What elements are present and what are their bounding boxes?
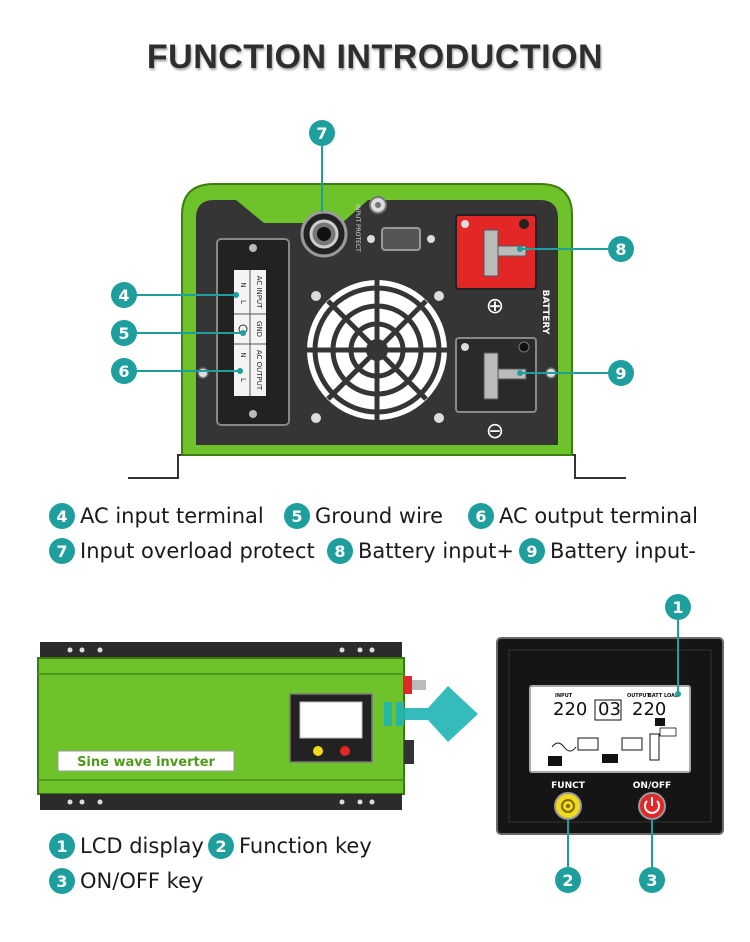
plus-symbol: ⊕ — [486, 294, 504, 319]
inverter-front-view: Sine wave inverter INPUT OUTPUT BATT LOA… — [37, 594, 724, 893]
svg-text:3: 3 — [646, 871, 657, 890]
callout-4: 4 — [111, 282, 137, 308]
funct-label: FUNCT — [551, 781, 586, 791]
svg-text:BATT LOAD: BATT LOAD — [648, 693, 679, 699]
battery-positive-terminal — [455, 214, 537, 290]
input-protect-label: INPUT PROTECT — [354, 204, 361, 252]
svg-text:4: 4 — [118, 286, 129, 305]
battery-label: BATTERY — [540, 290, 550, 335]
svg-text:AC OUTPUT: AC OUTPUT — [255, 350, 263, 391]
svg-text:N: N — [239, 352, 247, 357]
callout-7: 7 — [309, 120, 335, 146]
svg-text:2: 2 — [562, 871, 573, 890]
svg-text:AC INPUT: AC INPUT — [255, 276, 263, 309]
onoff-label: ON/OFF — [633, 781, 671, 791]
page-title: FUNCTION INTRODUCTION — [146, 38, 604, 76]
svg-text:9: 9 — [615, 364, 626, 383]
svg-text:7: 7 — [316, 124, 327, 143]
callout-3: 3 — [639, 867, 665, 893]
zoom-arrow — [384, 686, 478, 742]
lcd-display: INPUT OUTPUT BATT LOAD 220 03 220 — [529, 685, 691, 773]
svg-text:8: 8 — [615, 240, 626, 259]
svg-text:03: 03 — [598, 699, 621, 720]
callout-8: 8 — [608, 236, 634, 262]
svg-text:L: L — [239, 378, 247, 382]
svg-text:OUTPUT: OUTPUT — [627, 693, 650, 699]
cooling-fan — [307, 280, 447, 423]
callout-1: 1 — [665, 594, 691, 620]
comm-port — [381, 227, 421, 251]
svg-text:5: 5 — [118, 324, 129, 343]
svg-text:L: L — [239, 300, 247, 304]
onoff-key[interactable] — [638, 792, 666, 820]
sine-wave-label: Sine wave inverter — [77, 755, 215, 770]
svg-text:220: 220 — [632, 699, 666, 720]
svg-text:1: 1 — [672, 598, 683, 617]
function-key[interactable] — [554, 792, 582, 820]
battery-negative-terminal — [455, 337, 537, 413]
callout-2: 2 — [555, 867, 581, 893]
callout-5: 5 — [111, 320, 137, 346]
svg-text:6: 6 — [118, 362, 129, 381]
svg-text:220: 220 — [553, 699, 587, 720]
svg-text:INPUT: INPUT — [555, 693, 573, 699]
callout-9: 9 — [608, 360, 634, 386]
callout-6: 6 — [111, 358, 137, 384]
inverter-back-panel: INPUT PROTECT AC INPUT N L GND AC OUTPUT… — [111, 120, 634, 479]
minus-symbol: ⊖ — [486, 419, 504, 444]
svg-text:GND: GND — [255, 321, 263, 337]
svg-text:N: N — [239, 282, 247, 287]
